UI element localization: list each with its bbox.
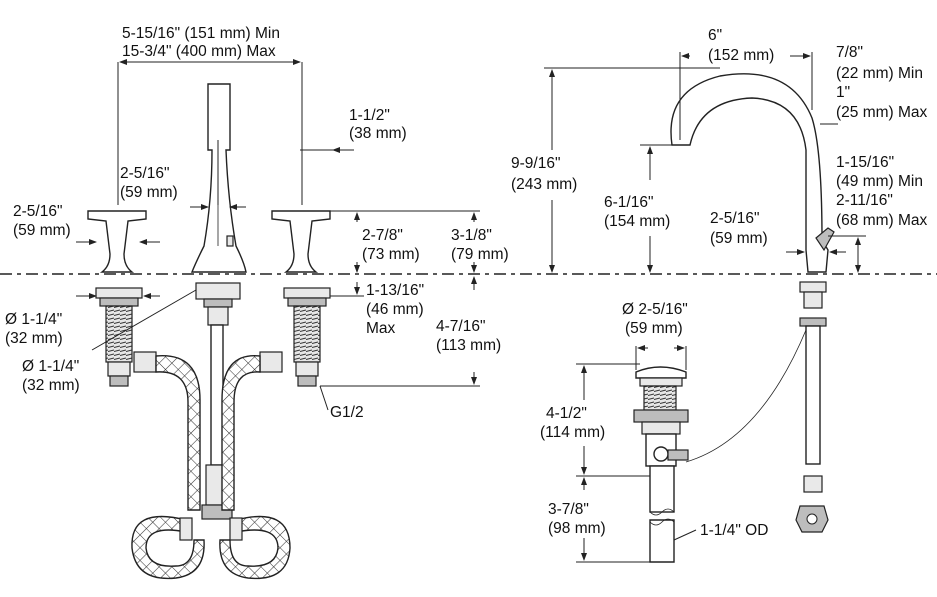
label-body-height: 3-1/8" <box>451 227 492 244</box>
label-handle-left-mm: (59 mm) <box>13 222 71 239</box>
label-deck-max-word: Max <box>366 320 396 337</box>
label-min-spread: 5-15/16" (151 mm) Min <box>122 25 280 42</box>
label-drain-body: 4-1/2" <box>546 405 587 422</box>
label-handle-height-mm: (73 mm) <box>362 246 420 263</box>
right-dimension-lines <box>544 52 866 563</box>
label-spout-height-mm: (243 mm) <box>511 176 577 193</box>
label-deck-thick: 1" <box>836 84 850 101</box>
label-shank-dia-2: Ø 1-1/4" <box>22 358 79 375</box>
label-lever-max-mm: (68 mm) Max <box>836 212 928 229</box>
label-reach-mm: (152 mm) <box>708 47 774 64</box>
label-shank-dia-1-mm: (32 mm) <box>5 330 63 347</box>
label-reach: 6" <box>708 27 722 44</box>
label-drain-dia-mm: (59 mm) <box>625 320 683 337</box>
label-drain-dia: Ø 2-5/16" <box>622 301 688 318</box>
label-lever-min-mm: (49 mm) Min <box>836 173 923 190</box>
left-handle-assembly <box>87 210 157 387</box>
label-handle-center-mm: (59 mm) <box>120 184 178 201</box>
label-spout-clearance: 6-1/16" <box>604 194 653 211</box>
label-shank-dia-2-mm: (32 mm) <box>22 377 80 394</box>
label-spout-base-mm: (38 mm) <box>349 125 407 142</box>
label-lever-max: 2-11/16" <box>836 192 893 209</box>
label-shank-dia-1: Ø 1-1/4" <box>5 311 62 328</box>
label-max-spread: 15-3/4" (400 mm) Max <box>122 43 276 60</box>
label-deck-max-mm: (46 mm) <box>366 301 424 318</box>
label-spout-base-dia-mm: (59 mm) <box>710 230 768 247</box>
side-spout <box>670 73 835 533</box>
label-lever-min: 1-15/16" <box>836 154 894 171</box>
label-drain-body-mm: (114 mm) <box>540 424 605 441</box>
label-tailpiece-od: 1-1/4" OD <box>700 522 768 539</box>
pop-up-drain <box>633 366 689 563</box>
label-body-height-mm: (79 mm) <box>451 246 509 263</box>
dimension-labels: 5-15/16" (151 mm) Min 15-3/4" (400 mm) M… <box>5 25 928 539</box>
right-handle-assembly <box>259 210 331 387</box>
left-dimension-lines <box>76 59 480 411</box>
label-tailpiece-mm: (98 mm) <box>548 520 606 537</box>
label-deck-max: 1-13/16" <box>366 282 424 299</box>
label-shank-length-mm: (113 mm) <box>436 337 501 354</box>
label-spout-clearance-mm: (154 mm) <box>604 213 670 230</box>
label-shank-length: 4-7/16" <box>436 318 485 335</box>
label-deck-min-mm: (22 mm) Min <box>836 65 923 82</box>
label-handle-left: 2-5/16" <box>13 203 62 220</box>
label-deck-thick-mm: (25 mm) Max <box>836 104 928 121</box>
label-spout-base-dia: 2-5/16" <box>710 210 759 227</box>
label-spout-base: 1-1/2" <box>349 107 390 124</box>
label-thread: G1/2 <box>330 404 364 421</box>
label-spout-height: 9-9/16" <box>511 155 560 172</box>
label-deck-min: 7/8" <box>836 44 863 61</box>
supply-hoses <box>131 355 291 580</box>
label-handle-center: 2-5/16" <box>120 165 169 182</box>
label-tailpiece: 3-7/8" <box>548 501 589 518</box>
label-handle-height: 2-7/8" <box>362 227 403 244</box>
